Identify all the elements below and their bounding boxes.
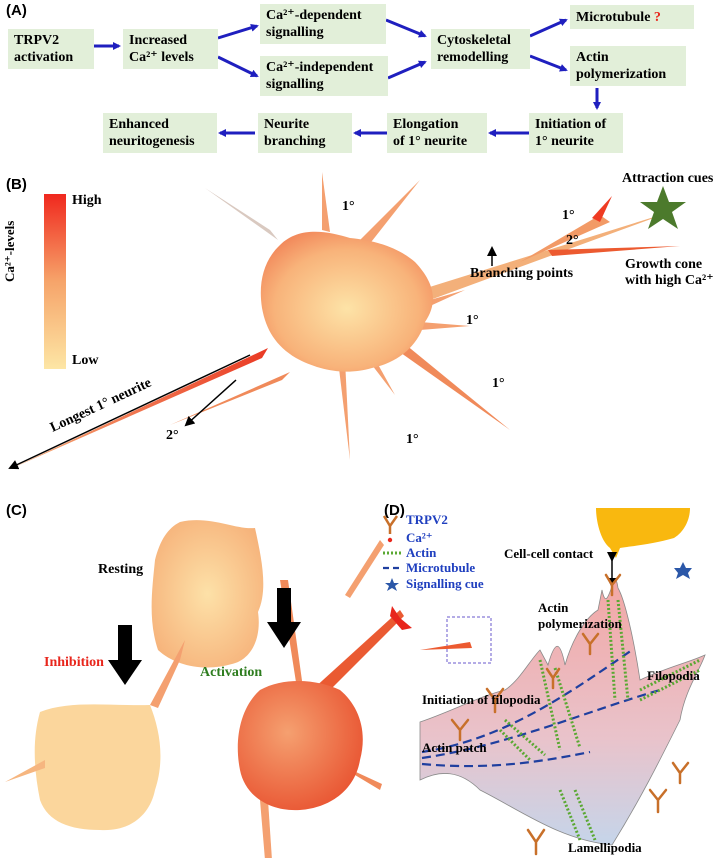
box-line: branching — [264, 134, 326, 149]
legend-signalling-icon — [385, 578, 399, 591]
box-line: 1° neurite — [535, 134, 594, 149]
neurite-label-1: 1° — [342, 199, 355, 214]
legend-trpv2: TRPV2 — [406, 512, 448, 527]
legend-actin: Actin — [406, 545, 437, 560]
neurite-label-2: 2° — [166, 428, 179, 443]
legend-ca: Ca²⁺ — [406, 530, 433, 545]
inhibited-cell — [34, 704, 161, 831]
neurite-label-1: 1° — [562, 208, 575, 223]
zoom-box — [446, 616, 492, 664]
box-line: neuritogenesis — [109, 134, 195, 149]
box-microtubule: Microtubule ? — [570, 5, 694, 29]
legend-microtubule: Microtubule — [406, 560, 476, 575]
legend-ca-icon — [387, 537, 393, 543]
attraction-cues-label: Attraction cues — [622, 171, 714, 186]
branching-points-label: Branching points — [470, 266, 574, 281]
question-mark: ? — [653, 9, 661, 25]
inhibited-neurite — [5, 760, 45, 782]
box-line: Cytoskeletal — [437, 33, 511, 48]
contact-neurite — [596, 508, 690, 558]
box-line: remodelling — [437, 50, 509, 65]
attraction-star-icon — [640, 186, 686, 229]
neurite-label-1: 1° — [406, 432, 419, 447]
ca-scale-bar — [44, 194, 66, 369]
box-line: Increased — [129, 33, 188, 48]
neurite-label-1: 1° — [492, 376, 505, 391]
inhibition-arrow — [108, 625, 142, 685]
inhibition-label: Inhibition — [44, 655, 104, 670]
panel-label-c: (C) — [6, 502, 27, 519]
box-line: Ca²⁺-independent — [266, 60, 374, 75]
box-initiation: Initiation of 1° neurite — [529, 113, 623, 153]
box-line: Ca²⁺ levels — [129, 50, 194, 65]
actin-filaments — [498, 599, 701, 841]
box-line: of 1° neurite — [393, 134, 468, 149]
activation-label: Activation — [200, 665, 263, 680]
box-line: Microtubule — [576, 9, 651, 25]
activated-growth-cone — [390, 606, 412, 630]
scale-high-label: High — [72, 193, 102, 208]
cell-contact-label: Cell-cell contact — [504, 546, 594, 561]
box-ca-independent: Ca²⁺-independent signalling — [260, 56, 388, 96]
legend-signalling: Signalling cue — [406, 576, 484, 591]
box-ca-dependent: Ca²⁺-dependent signalling — [260, 4, 386, 44]
box-line: Elongation — [393, 117, 459, 132]
resting-cell — [151, 520, 264, 668]
box-branching: Neurite branching — [258, 113, 352, 153]
signalling-cue-icon — [674, 562, 692, 579]
filopodia-label: Filopodia — [647, 668, 700, 683]
box-line: Neurite — [264, 117, 310, 132]
growth-cone-line: Growth cone — [625, 257, 703, 272]
neurite-label-1: 1° — [466, 313, 479, 328]
scale-low-label: Low — [72, 353, 99, 368]
box-line: signalling — [266, 25, 324, 40]
box-line: Ca²⁺-dependent — [266, 8, 362, 23]
box-line: Actin — [576, 50, 609, 65]
activated-neurite — [260, 800, 272, 858]
activated-cell — [237, 680, 363, 811]
actin-poly-line: Actin — [538, 600, 569, 615]
initiation-filopodia-label: Initiation of filopodia — [422, 692, 541, 707]
microtubules — [421, 649, 661, 768]
inhibited-neurite — [150, 640, 185, 708]
box-line: Initiation of — [535, 117, 607, 132]
resting-label: Resting — [98, 562, 144, 577]
growth-cone-d — [419, 579, 706, 846]
box-line: Enhanced — [109, 117, 169, 132]
box-line: polymerization — [576, 67, 667, 82]
neuron-b-body — [260, 231, 433, 372]
box-elongation: Elongation of 1° neurite — [387, 113, 487, 153]
panel-label-d: (D) — [384, 502, 405, 519]
activated-neurite — [345, 540, 384, 598]
flow-arrows — [94, 18, 601, 137]
box-cytoskeletal: Cytoskeletal remodelling — [431, 29, 530, 69]
lamellipodia-label: Lamellipodia — [568, 840, 642, 855]
actin-patch-label: Actin patch — [422, 740, 487, 755]
box-enhanced: Enhanced neuritogenesis — [103, 113, 217, 153]
longest-neurite-arrow — [8, 354, 251, 470]
scale-title: Ca²⁺-levels — [2, 220, 17, 282]
zoomed-neurite — [420, 642, 472, 650]
trpv2-channels — [450, 573, 690, 856]
box-line: signalling — [266, 77, 324, 92]
neurite-label-2: 2° — [566, 233, 579, 248]
panel-label-a: (A) — [6, 2, 27, 19]
actin-poly-line: polymerization — [538, 616, 622, 631]
box-line: activation — [14, 50, 74, 65]
legend-trpv2-icon — [382, 515, 399, 534]
activation-arrow — [267, 588, 301, 648]
growth-cone-line: with high Ca²⁺ — [625, 273, 714, 288]
box-line: TRPV2 — [14, 33, 60, 48]
neuron-b-neurites — [8, 172, 680, 470]
activated-neurite — [312, 610, 404, 700]
secondary-neurite-arrow — [184, 379, 237, 427]
panel-label-b: (B) — [6, 176, 27, 193]
box-actin-polymerization: Actin polymerization — [570, 46, 686, 86]
box-trpv2-activation: TRPV2 activation — [8, 29, 94, 69]
